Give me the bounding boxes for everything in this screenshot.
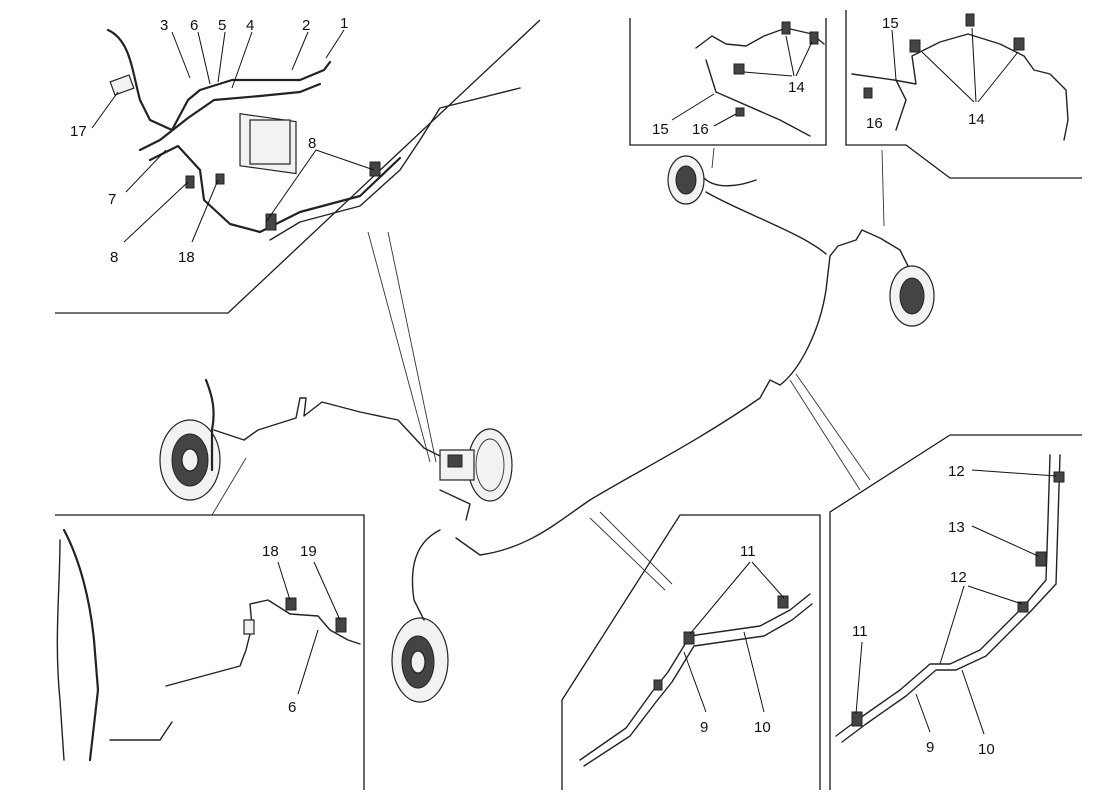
label-19-fl: 19: [300, 543, 317, 560]
label-3: 3: [160, 17, 168, 34]
detail-front-left-hose: 18 19 6: [56, 528, 361, 762]
panel-top-right-1: [629, 18, 827, 146]
main-brake-assembly: [159, 155, 935, 703]
label-2: 2: [302, 17, 310, 34]
panel-bottom-left: [55, 514, 365, 790]
label-11-mid: 11: [740, 543, 756, 560]
label-11-rear: 11: [852, 623, 868, 640]
label-16-rl: 16: [692, 121, 709, 138]
label-9-mid: 9: [700, 719, 708, 736]
label-13: 13: [948, 519, 965, 536]
panel-top-left: [55, 19, 541, 314]
label-15-rl: 15: [652, 121, 669, 138]
rear-left-brake-disc: [667, 155, 757, 205]
label-12-mid: 12: [950, 569, 967, 586]
rear-right-brake-disc: [889, 265, 935, 327]
label-6-fl: 6: [288, 699, 296, 716]
detail-abs-unit: 3 6 5 4 2 1 17 7 8 18 8: [70, 15, 521, 266]
front-left-brake-disc: [159, 378, 245, 501]
label-10-mid: 10: [754, 719, 771, 736]
label-15-rr: 15: [882, 15, 899, 32]
label-16-rr: 16: [866, 115, 883, 132]
label-8-right: 8: [308, 135, 316, 152]
detail-rear-left-lines: 14 15 16: [652, 21, 825, 138]
label-9-rear: 9: [926, 739, 934, 756]
label-12-top: 12: [948, 463, 965, 480]
label-10-rear: 10: [978, 741, 995, 758]
label-8-left: 8: [110, 249, 118, 266]
label-6: 6: [190, 17, 198, 34]
detail-underbody-middle: 11 9 10: [579, 543, 813, 767]
label-1: 1: [340, 15, 348, 32]
label-14-rl: 14: [788, 79, 805, 96]
label-4: 4: [246, 17, 254, 34]
brake-booster: [439, 428, 513, 521]
label-14-rr: 14: [968, 111, 985, 128]
front-right-brake-disc: [391, 617, 449, 703]
label-5: 5: [218, 17, 226, 34]
label-18-fl: 18: [262, 543, 279, 560]
panel-bottom-right: [829, 434, 1082, 790]
panel-top-right-2: [845, 10, 1082, 179]
detail-rear-right-lines: 14 15 16: [851, 13, 1069, 141]
label-18: 18: [178, 249, 195, 266]
label-17: 17: [70, 123, 87, 140]
label-7: 7: [108, 191, 116, 208]
detail-pointers: [211, 147, 885, 591]
panel-bottom-middle: [561, 514, 821, 790]
detail-underbody-rear: 12 13 12 11 9 10: [835, 454, 1065, 758]
